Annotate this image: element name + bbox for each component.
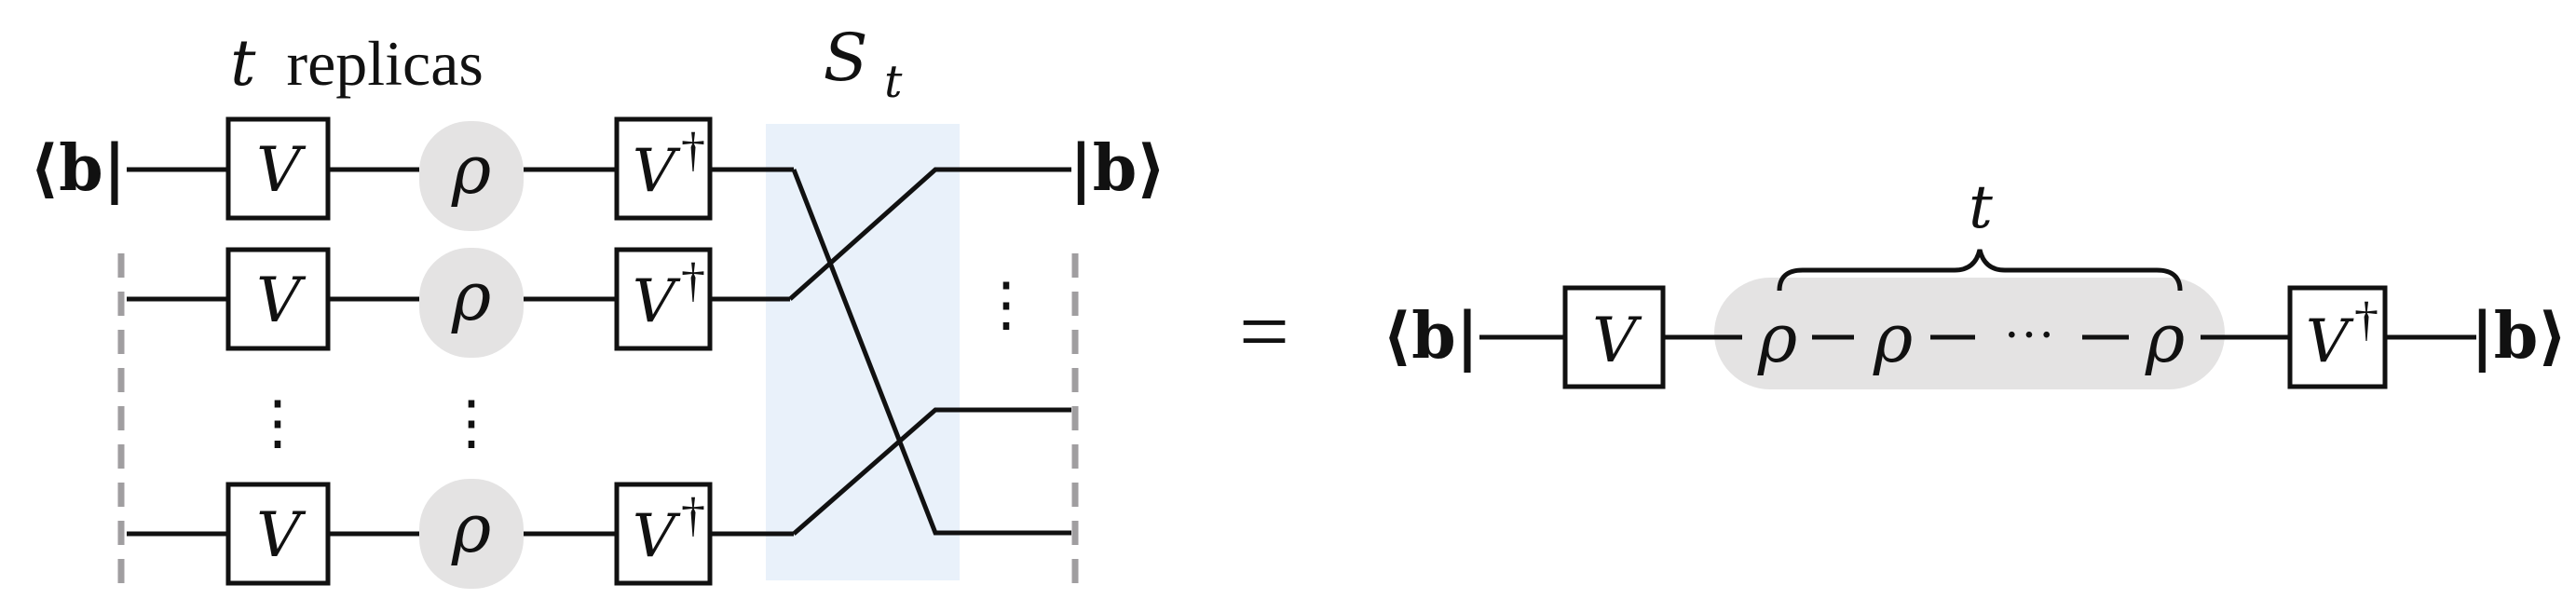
v-dagger-label-contracted: V xyxy=(2306,307,2354,376)
replica-wires xyxy=(127,167,794,537)
v-label-2: V xyxy=(256,265,307,336)
v-dagger-label-2: V xyxy=(633,267,681,336)
rho-blob-2 xyxy=(419,248,524,358)
v-gate-contracted xyxy=(1562,285,1666,389)
v-dagger-gate-1 xyxy=(614,116,713,221)
rho-chain-blob xyxy=(1714,278,2225,389)
rho-label-1: ρ xyxy=(451,130,491,209)
ket-label-left: |b⟩ xyxy=(1070,131,1165,206)
rho-blob-1 xyxy=(419,121,524,231)
dagger-mark-1: † xyxy=(681,124,705,177)
v-label-3: V xyxy=(256,499,307,571)
brace-label: t xyxy=(1969,173,1993,242)
rho-label-2: ρ xyxy=(451,257,491,335)
rho-label-3: ρ xyxy=(451,489,491,567)
v-dagger-gate-2 xyxy=(614,247,713,351)
dagger-mark-2: † xyxy=(681,254,705,307)
dagger-mark-3: † xyxy=(681,489,705,542)
bra-label-right: ⟨b| xyxy=(1383,299,1479,374)
v-gate-2 xyxy=(225,247,331,351)
permutation-label: S t xyxy=(824,20,903,108)
vertical-ellipsis-v: ⋮ xyxy=(248,389,307,456)
vertical-ellipsis-rho: ⋮ xyxy=(442,389,501,456)
v-dagger-gate-3 xyxy=(614,482,713,586)
replicas-header: t replicas xyxy=(230,27,484,101)
rho-chain-2: ρ xyxy=(1873,299,1913,377)
permutation-wires xyxy=(788,167,1071,536)
ket-label-right: |b⟩ xyxy=(2471,299,2567,374)
v-gate-3 xyxy=(225,482,331,586)
bra-label-left: ⟨b| xyxy=(30,131,126,206)
rho-chain-3: ρ xyxy=(2145,299,2185,377)
v-gate-1 xyxy=(225,116,331,221)
v-label-1: V xyxy=(256,134,307,206)
chain-dots: ··· xyxy=(2003,306,2055,364)
v-dagger-label-3: V xyxy=(633,502,681,571)
v-label-contracted: V xyxy=(1592,305,1642,376)
equals-sign: = xyxy=(1239,281,1289,381)
v-dagger-gate-contracted xyxy=(2287,285,2388,389)
dagger-mark-contracted: † xyxy=(2354,293,2378,347)
vertical-ellipsis-output: ⋮ xyxy=(976,271,1036,337)
rho-chain-1: ρ xyxy=(1757,299,1797,377)
replica-brace xyxy=(1777,249,2183,292)
rho-blob-3 xyxy=(419,479,524,589)
v-dagger-label-1: V xyxy=(633,137,681,206)
